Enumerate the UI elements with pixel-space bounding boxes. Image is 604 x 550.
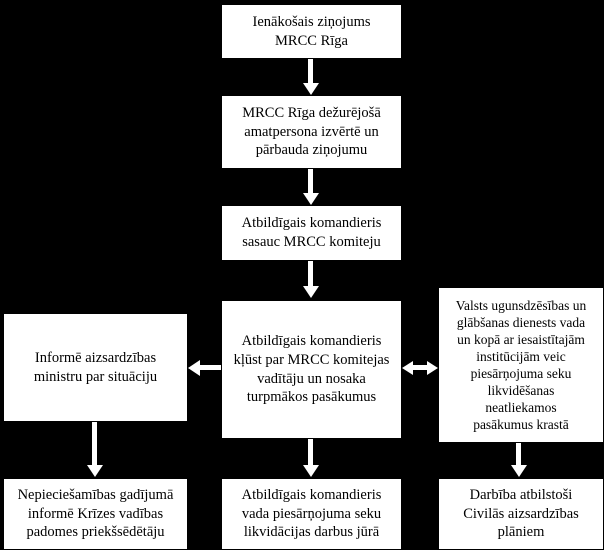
node-commander-sea-cleanup-label: Atbildīgais komandieris vada piesārņojum… [241, 486, 382, 541]
node-fire-rescue-service[interactable]: Valsts ugunsdzēsības un glābšanas dienes… [438, 287, 604, 443]
node-fire-rescue-service-label: Valsts ugunsdzēsības un glābšanas dienes… [455, 298, 587, 432]
node-inform-crisis-council-label: Nepieciešamības gadījumā informē Krīzes … [17, 486, 174, 541]
node-commander-sea-cleanup[interactable]: Atbildīgais komandieris vada piesārņojum… [221, 478, 402, 550]
node-civil-defence-plans[interactable]: Darbība atbilstoši Civilās aizsardzības … [438, 478, 604, 550]
connector-incoming-to-duty-officer [308, 58, 313, 84]
connector-leads-to-sea-cleanup [308, 438, 313, 466]
connector-duty-officer-to-convene [308, 168, 313, 194]
node-incoming-message-label: Ienākošais ziņojums MRCC Rīga [252, 13, 371, 49]
node-commander-leads[interactable]: Atbildīgais komandieris kļūst par MRCC k… [221, 300, 402, 439]
node-duty-officer-evaluates[interactable]: MRCC Rīga dežurējošā amatpersona izvērtē… [221, 95, 402, 169]
connector-fire-rescue-to-civil-defence [516, 442, 521, 466]
connector-convene-to-leads [308, 260, 313, 287]
node-inform-defence-minister[interactable]: Informē aizsardzības ministru par situāc… [3, 313, 188, 422]
connector-leads-to-fire-rescue [412, 365, 428, 370]
node-commander-convenes[interactable]: Atbildīgais komandieris sasauc MRCC komi… [221, 205, 402, 261]
node-duty-officer-evaluates-label: MRCC Rīga dežurējošā amatpersona izvērtē… [242, 104, 381, 159]
node-inform-defence-minister-label: Informē aizsardzības ministru par situāc… [33, 349, 158, 385]
connector-inform-minister-to-crisis-council [92, 421, 97, 466]
node-commander-leads-label: Atbildīgais komandieris kļūst par MRCC k… [233, 332, 390, 406]
node-commander-convenes-label: Atbildīgais komandieris sasauc MRCC komi… [241, 215, 382, 250]
node-incoming-message[interactable]: Ienākošais ziņojums MRCC Rīga [221, 4, 402, 59]
connector-leads-to-inform-minister [199, 365, 221, 370]
node-inform-crisis-council[interactable]: Nepieciešamības gadījumā informē Krīzes … [3, 478, 188, 550]
node-civil-defence-plans-label: Darbība atbilstoši Civilās aizsardzības … [463, 486, 579, 541]
